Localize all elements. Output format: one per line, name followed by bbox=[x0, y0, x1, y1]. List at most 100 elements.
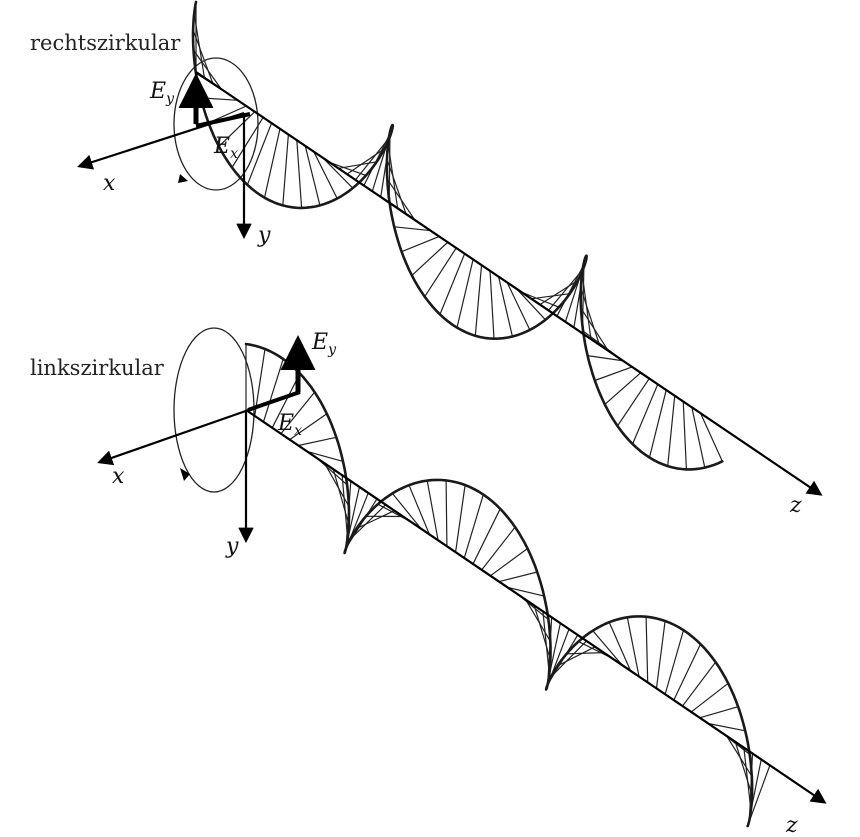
y-label-left: y bbox=[225, 534, 239, 559]
helix-spoke bbox=[411, 241, 449, 276]
helix-spoke bbox=[200, 97, 239, 101]
z-label-right: z bbox=[789, 493, 802, 518]
x-label-right: x bbox=[103, 171, 116, 196]
helix-spoke bbox=[626, 617, 640, 677]
helix-spoke bbox=[608, 621, 631, 671]
helix-spoke bbox=[524, 598, 551, 642]
helix-spoke bbox=[691, 682, 729, 713]
helix-spoke bbox=[391, 493, 422, 529]
helix-spoke bbox=[394, 226, 432, 232]
helix-spoke bbox=[506, 281, 531, 331]
helix-spoke bbox=[346, 148, 385, 175]
helix-spoke bbox=[550, 640, 588, 678]
ex-vector-left bbox=[247, 390, 301, 412]
z-axis-left bbox=[245, 409, 827, 804]
helix-spoke bbox=[557, 646, 596, 667]
helix-spoke bbox=[356, 510, 395, 530]
helix-spoke bbox=[321, 156, 354, 189]
z-label-left: z bbox=[785, 813, 798, 837]
reference-ellipse-right bbox=[173, 57, 259, 191]
helix-spoke bbox=[489, 270, 495, 339]
helix-spoke bbox=[296, 139, 303, 208]
helix-spoke bbox=[218, 111, 256, 147]
helix-spoke bbox=[338, 161, 377, 169]
panel-title-right: rechtszirkular bbox=[30, 31, 181, 55]
helix-spoke bbox=[472, 508, 501, 565]
rotation-arrow-left bbox=[180, 468, 190, 481]
panel-right-circular: rechtszirkular x y z Ey Ex bbox=[30, 0, 823, 518]
reference-ellipse-left bbox=[173, 327, 255, 493]
helix-spoke bbox=[401, 235, 440, 253]
helix-spoke bbox=[231, 116, 264, 168]
helix-spoke bbox=[263, 128, 281, 198]
helix-spoke bbox=[664, 630, 685, 695]
ex-vector-right bbox=[195, 112, 251, 128]
helix-spoke bbox=[667, 394, 676, 467]
ex-label-right: Ex bbox=[213, 134, 238, 162]
x-label-left: x bbox=[112, 464, 125, 489]
helix-spoke bbox=[592, 630, 622, 665]
helix-spoke bbox=[262, 358, 284, 422]
helix-curve bbox=[244, 342, 754, 828]
helix-spoke bbox=[648, 389, 667, 458]
helix-spoke bbox=[481, 526, 516, 571]
ey-label-right: Ey bbox=[149, 79, 175, 107]
helix-spoke bbox=[424, 247, 457, 298]
helix-spoke bbox=[566, 652, 605, 655]
helix-spoke bbox=[193, 49, 222, 90]
helix-spoke bbox=[531, 293, 570, 300]
helix-spoke bbox=[463, 494, 484, 559]
helix-spoke bbox=[497, 275, 513, 337]
helix-spoke bbox=[304, 145, 321, 206]
helix-spoke bbox=[734, 741, 753, 796]
helix-spoke bbox=[594, 366, 634, 382]
helix-spoke bbox=[580, 307, 609, 351]
helix-spoke bbox=[533, 605, 551, 660]
helix-spoke bbox=[580, 288, 600, 345]
helix-spoke bbox=[682, 661, 717, 707]
helix-spoke bbox=[691, 406, 706, 468]
helix-spoke bbox=[349, 504, 387, 540]
helix-spoke bbox=[490, 548, 528, 577]
ex-label-left: Ex bbox=[277, 411, 302, 439]
ey-label-left: Ey bbox=[311, 330, 337, 358]
helix-spoke bbox=[298, 436, 337, 447]
panel-title-left: linkszirkular bbox=[30, 356, 165, 380]
helix-right bbox=[191, 0, 724, 471]
helix-spoke bbox=[617, 377, 651, 427]
helix-spoke bbox=[280, 391, 316, 435]
helix-spoke bbox=[386, 178, 415, 220]
helix-spoke bbox=[682, 400, 687, 470]
helix-spoke bbox=[604, 371, 642, 405]
helix-spoke bbox=[507, 586, 545, 597]
z-axis-right bbox=[195, 71, 823, 496]
helix-spoke bbox=[426, 480, 439, 541]
helix-spoke bbox=[282, 134, 289, 206]
helix-spoke bbox=[743, 747, 752, 810]
helix-spoke bbox=[699, 411, 723, 462]
helix-spoke bbox=[246, 122, 273, 186]
helix-spoke bbox=[289, 413, 328, 441]
helix-spoke bbox=[271, 373, 301, 429]
helix-spoke bbox=[499, 571, 538, 583]
helix-spoke bbox=[332, 469, 350, 525]
helix-spoke bbox=[455, 484, 466, 553]
helix-spoke bbox=[306, 450, 344, 462]
helix-spoke bbox=[474, 264, 483, 336]
helix-curve bbox=[191, 0, 724, 471]
helix-spoke bbox=[341, 475, 349, 539]
panel-left-circular: linkszirkular x y z Ey Ex bbox=[30, 327, 827, 837]
helix-spoke bbox=[587, 355, 625, 362]
helix-spoke bbox=[254, 348, 266, 416]
helix-spoke bbox=[556, 260, 587, 316]
helix-spoke bbox=[313, 151, 338, 199]
y-label-right: y bbox=[257, 223, 271, 248]
helix-spoke bbox=[439, 253, 466, 315]
helix-spoke bbox=[514, 286, 546, 321]
helix-left bbox=[244, 342, 771, 828]
helix-spoke bbox=[542, 611, 550, 675]
helix-spoke bbox=[699, 706, 739, 719]
helix-spoke bbox=[645, 616, 649, 683]
helix-spoke bbox=[408, 484, 430, 535]
